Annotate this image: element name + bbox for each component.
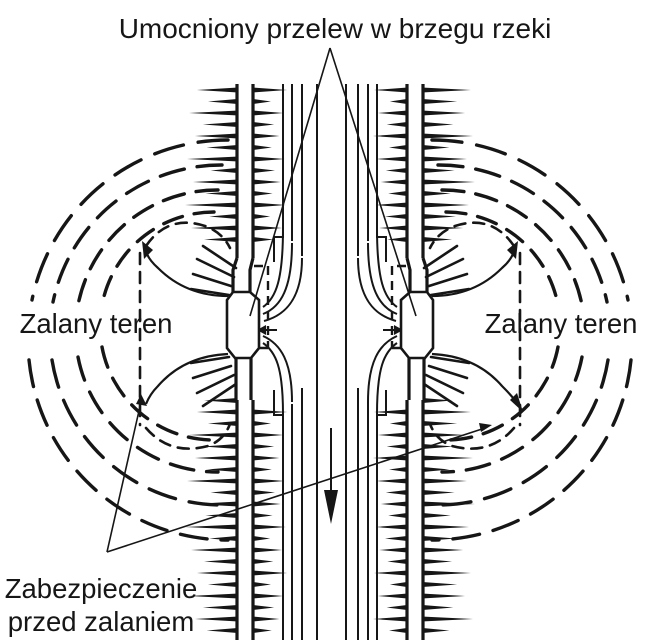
downstream-arrowhead xyxy=(324,490,338,524)
title-label: Umocniony przelew w brzegu rzeki xyxy=(119,13,552,44)
leader-lines xyxy=(106,47,492,553)
right-spillway-outflow-fan xyxy=(422,244,471,408)
river-streamlines xyxy=(262,84,398,640)
protection-label-line1: Zabezpieczenie xyxy=(5,573,198,604)
right-spillway-structure xyxy=(399,290,435,360)
eddy-loops xyxy=(138,221,523,450)
right-levee xyxy=(399,84,471,640)
levee-hachures xyxy=(185,87,475,633)
protection-label-line2: przed zalaniem xyxy=(8,606,194,637)
left-levee xyxy=(189,84,261,640)
left-spillway-structure xyxy=(225,290,261,360)
eddy-arrowhead-upper-right xyxy=(507,241,518,259)
flood-arcs-left xyxy=(27,138,230,542)
protection-leader-arrowhead-right xyxy=(479,423,492,432)
spillway-brackets xyxy=(254,264,406,350)
flooded-area-left-label: Zalany teren xyxy=(20,308,173,339)
eddy-arrowhead-lower-right xyxy=(510,393,523,412)
flow-arrows xyxy=(257,325,403,524)
protection-leader-arrowhead-up xyxy=(136,394,147,406)
diagram-labels: Umocniony przelew w brzegu rzeki Zalany … xyxy=(5,13,638,637)
eddy-arrowhead-upper-left xyxy=(142,241,153,259)
right-spillway-inflow-arrowhead xyxy=(394,325,403,335)
left-spillway-inflow-arrowhead xyxy=(257,325,266,335)
flood-arcs-right xyxy=(430,138,633,542)
flooded-area-right-label: Zalany teren xyxy=(485,308,638,339)
left-spillway-outflow-fan xyxy=(189,244,238,408)
